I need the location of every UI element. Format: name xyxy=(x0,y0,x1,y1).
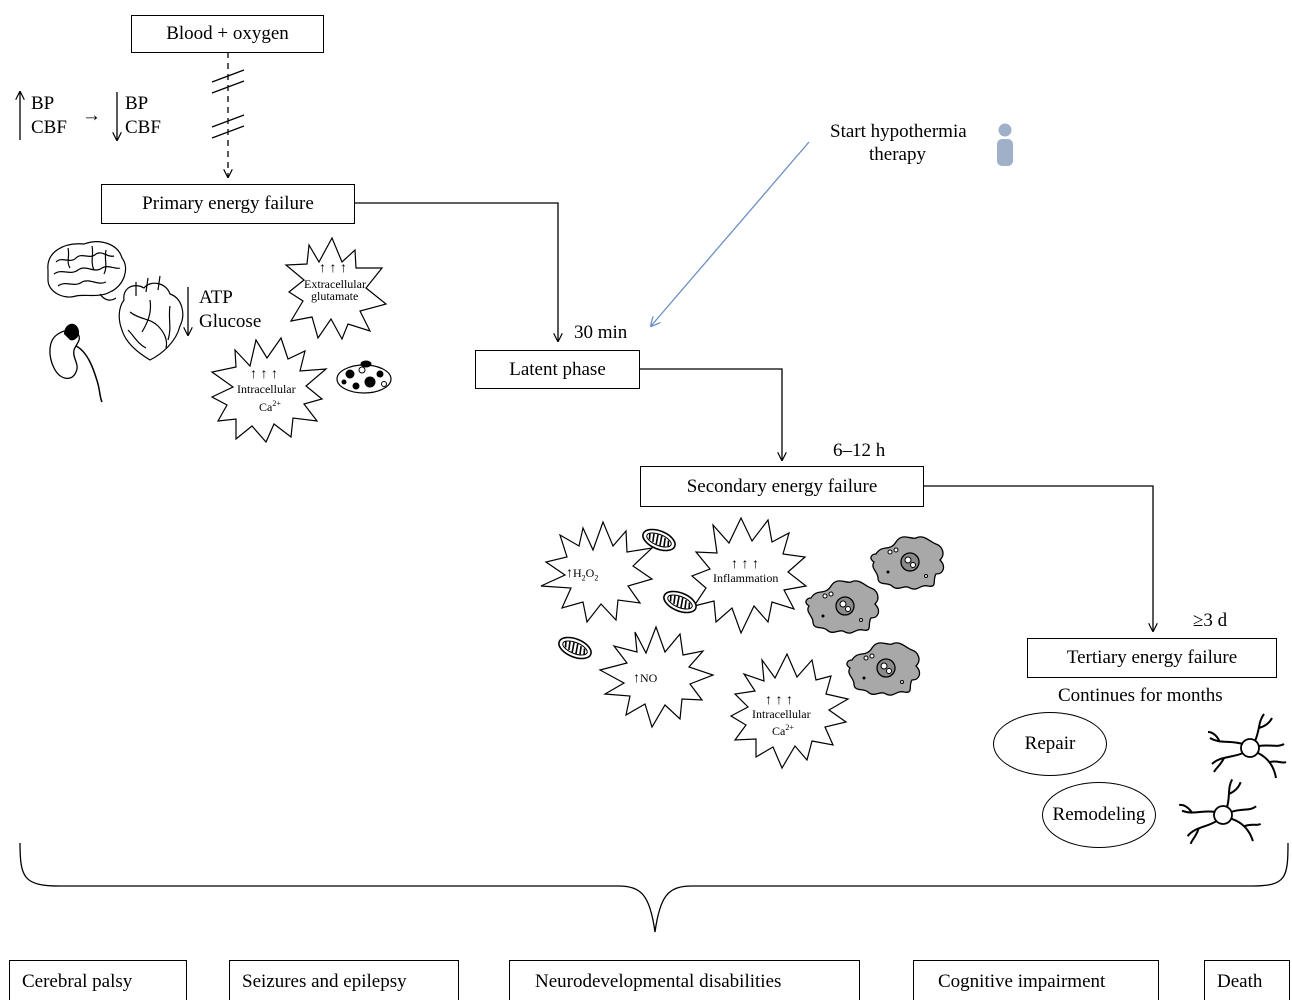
inflammatory-cell-icon xyxy=(870,536,945,590)
outcome-brace xyxy=(19,842,1289,933)
h2o2-up-arrow: ↑ xyxy=(566,566,573,581)
mitochondrion-icon xyxy=(555,632,595,664)
ca-superscript: 2+ xyxy=(272,399,281,408)
starburst-inflammation xyxy=(690,516,808,635)
hypothermia-label-line2: therapy xyxy=(869,144,926,165)
atp-label: ATP xyxy=(199,287,233,308)
remodeling-ellipse: Remodeling xyxy=(1042,782,1156,848)
hypothermia-arrow xyxy=(651,141,810,326)
starburst-no xyxy=(598,625,715,729)
bp-left-label: BP xyxy=(31,93,55,114)
outcome-cognitive-impairment: Cognitive impairment xyxy=(913,960,1159,1000)
intracellular-secondary-arrows: ↑ ↑ ↑ xyxy=(765,693,793,708)
outcome-label: Cerebral palsy xyxy=(22,971,133,992)
cbf-right-label: CBF xyxy=(125,117,161,138)
bp-cbf-transition-arrow: → xyxy=(82,105,101,126)
outcome-seizures-epilepsy: Seizures and epilepsy xyxy=(229,960,459,1000)
connector-latent-to-secondary xyxy=(640,368,782,460)
neuron-icon xyxy=(1207,713,1287,779)
damaged-cells-icon xyxy=(336,360,392,394)
neuron-icon xyxy=(1175,775,1264,852)
h2o2-label: ↑H2O2 xyxy=(566,566,599,583)
primary-energy-failure-label: Primary energy failure xyxy=(142,193,314,214)
person-icon xyxy=(997,123,1013,166)
starburst-extracellular-glutamate xyxy=(284,236,388,341)
connector-secondary-to-tertiary xyxy=(923,485,1153,631)
repair-ellipse: Repair xyxy=(993,712,1107,776)
extracellular-arrows: ↑ ↑ ↑ xyxy=(319,261,347,276)
outcome-cerebral-palsy: Cerebral palsy xyxy=(9,960,187,1000)
no-label: ↑NO xyxy=(633,670,657,687)
outcome-neurodevelopmental-disabilities: Neurodevelopmental disabilities xyxy=(509,960,860,1000)
secondary-energy-failure-label: Secondary energy failure xyxy=(686,475,878,497)
tertiary-energy-failure-box: Tertiary energy failure xyxy=(1027,638,1277,678)
outcome-label: Neurodevelopmental disabilities xyxy=(535,971,782,992)
inflammatory-cell-icon xyxy=(846,642,921,696)
break-mark xyxy=(211,114,245,128)
latent-phase-box: Latent phase xyxy=(475,350,640,389)
break-mark xyxy=(211,69,245,83)
break-mark xyxy=(211,125,245,139)
cbf-left-label: CBF xyxy=(31,117,67,138)
time-30min-label: 30 min xyxy=(574,322,628,343)
glucose-label: Glucose xyxy=(199,311,262,332)
time-3d-label: ≥3 d xyxy=(1193,610,1228,631)
brain-icon xyxy=(47,241,127,301)
primary-energy-failure-box: Primary energy failure xyxy=(101,184,355,224)
inflammation-label: Inflammation xyxy=(713,571,779,585)
heart-icon xyxy=(118,275,184,361)
kidney-icon xyxy=(49,323,103,403)
no-up-arrow: ↑ xyxy=(633,671,640,686)
outcome-label: Death xyxy=(1217,971,1263,992)
ca-secondary-label: Ca2+ xyxy=(772,721,794,738)
extracellular-label-line2: glutamate xyxy=(311,289,359,303)
blood-oxygen-box: Blood + oxygen xyxy=(131,15,324,53)
starburst-h2o2 xyxy=(540,520,654,624)
blood-oxygen-label: Blood + oxygen xyxy=(166,23,289,44)
starburst-intracellular-ca-primary xyxy=(210,336,328,444)
ca-superscript: 2+ xyxy=(785,723,794,732)
inflammatory-cell-icon xyxy=(805,580,880,634)
intracellular-primary-label: Intracellular xyxy=(237,382,296,396)
time-6-12h-label: 6–12 h xyxy=(833,440,886,461)
latent-phase-label: Latent phase xyxy=(509,358,606,380)
starburst-intracellular-ca-secondary xyxy=(729,652,850,770)
bp-right-label: BP xyxy=(125,93,149,114)
break-mark xyxy=(211,80,245,94)
inflammation-arrows: ↑ ↑ ↑ xyxy=(731,557,759,572)
connector-primary-to-latent xyxy=(354,202,558,341)
remodeling-label: Remodeling xyxy=(1052,804,1146,825)
outcome-death: Death xyxy=(1204,960,1290,1000)
hypothermia-label-line1: Start hypothermia xyxy=(830,121,967,142)
ca-primary-label: Ca2+ xyxy=(259,397,281,414)
ca-text: Ca xyxy=(772,724,786,738)
extracellular-label-line1: Extracellular xyxy=(304,277,366,291)
continues-label: Continues for months xyxy=(1058,685,1223,706)
mitochondrion-icon xyxy=(660,586,700,618)
ca-text: Ca xyxy=(259,400,273,414)
intracellular-primary-arrows: ↑ ↑ ↑ xyxy=(250,367,278,382)
outcome-label: Seizures and epilepsy xyxy=(242,971,407,992)
tertiary-energy-failure-label: Tertiary energy failure xyxy=(1066,647,1238,668)
secondary-energy-failure-box: Secondary energy failure xyxy=(640,466,924,507)
no-text: NO xyxy=(640,671,658,685)
repair-label: Repair xyxy=(1024,733,1076,754)
outcome-label: Cognitive impairment xyxy=(938,971,1106,992)
intracellular-secondary-label: Intracellular xyxy=(752,707,811,721)
